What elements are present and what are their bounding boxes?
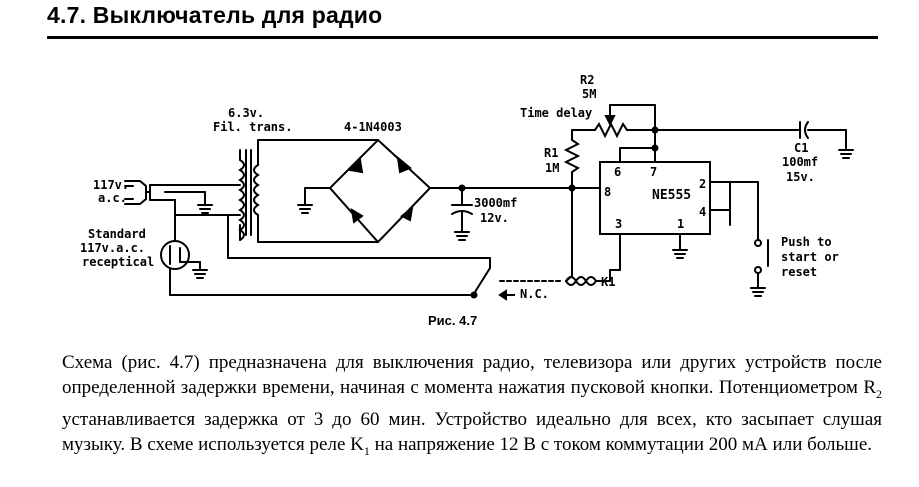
mains-label-ac: a.c. (98, 191, 127, 205)
resistor-r1-icon (563, 129, 581, 189)
r2-value: 5M (582, 87, 596, 101)
pin-3-label: 3 (615, 217, 622, 231)
pin-1-label: 1 (677, 217, 684, 231)
circuit-schematic: 117v. a.c. Standard 117v.a.c. receptical… (80, 73, 854, 328)
r2-name: R2 (580, 73, 594, 87)
nc-label: N.C. (520, 287, 549, 301)
description-paragraph: Схема (рис. 4.7) предназначена для выклю… (62, 352, 882, 458)
push-button-icon (750, 239, 769, 297)
ic-label: NE555 (652, 188, 691, 203)
capacitor-voltage-label: 12v. (480, 211, 509, 225)
pin-6-label: 6 (614, 165, 621, 179)
mains-plug-icon (124, 180, 151, 205)
receptacle-label-1: Standard (88, 227, 146, 241)
section-heading: 4.7. Выключатель для радио (47, 2, 383, 28)
c1-name: C1 (794, 141, 808, 155)
receptacle-icon (160, 240, 208, 279)
ne555-chip-icon (599, 161, 711, 235)
r1-value: 1M (545, 161, 559, 175)
pin-2-label: 2 (699, 177, 706, 191)
c1-value: 100mf (782, 155, 818, 169)
bridge-label: 4-1N4003 (344, 120, 402, 134)
push-label-3: reset (781, 265, 817, 279)
pin-4-label: 4 (699, 205, 706, 219)
push-label-2: start or (781, 250, 839, 264)
receptacle-label-3: receptical (82, 255, 154, 269)
figure-caption: Рис. 4.7 (428, 313, 477, 328)
c1-voltage: 15v. (786, 170, 815, 184)
receptacle-label-2: 117v.a.c. (80, 241, 145, 255)
push-label-1: Push to (781, 235, 832, 249)
pin-7-label: 7 (650, 165, 657, 179)
mains-label: 117v. (93, 178, 129, 192)
transformer-icon (238, 149, 260, 241)
filter-capacitor-icon (451, 187, 473, 241)
transformer-voltage-label: 6.3v. (228, 106, 264, 120)
transformer-label: Fil. trans. (213, 120, 292, 134)
relay-label: K1 (601, 275, 615, 289)
pin-8-label: 8 (604, 185, 611, 199)
potentiometer-r2-icon (571, 104, 656, 139)
heading-underline (47, 36, 878, 39)
timing-capacitor-c1-icon (799, 121, 854, 159)
r2-description: Time delay (520, 106, 592, 120)
relay-coil-k1-icon (565, 269, 611, 286)
r1-name: R1 (544, 146, 558, 160)
capacitor-value-label: 3000mf (474, 196, 517, 210)
bridge-rectifier-icon (328, 138, 432, 244)
